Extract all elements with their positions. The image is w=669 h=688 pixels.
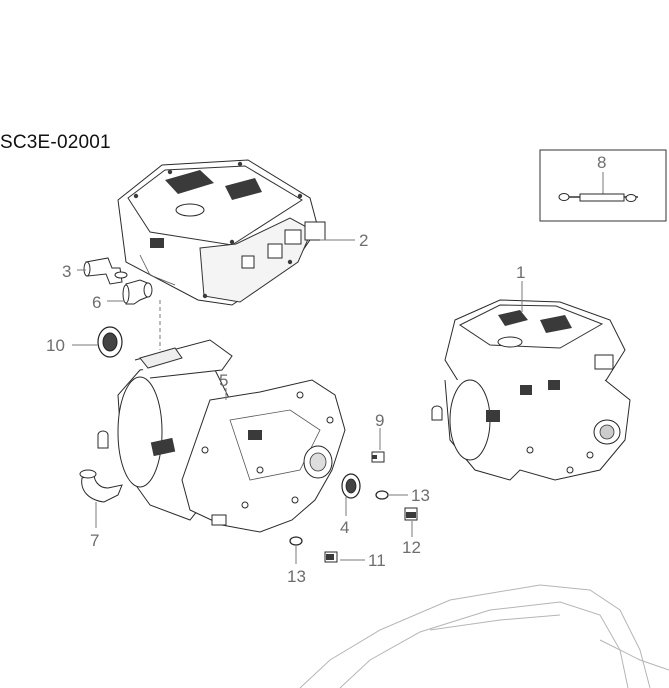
- inset-box-part-8: 8: [539, 149, 667, 222]
- washer-part-13-lower: [289, 536, 303, 546]
- callout-7[interactable]: 7: [90, 531, 99, 550]
- bolt-part-11: [324, 551, 338, 563]
- bolt-part-12: [404, 507, 418, 521]
- hose-fitting-part-3: [83, 257, 128, 285]
- callout-3[interactable]: 3: [62, 262, 71, 281]
- callout-13-lower[interactable]: 13: [287, 567, 306, 586]
- diagram-code: SC3E-02001: [0, 132, 111, 153]
- callout-11[interactable]: 11: [368, 551, 386, 570]
- callout-1[interactable]: 1: [516, 263, 525, 282]
- callout-13-upper[interactable]: 13: [411, 486, 430, 505]
- callout-5[interactable]: 5: [219, 371, 228, 390]
- callout-6[interactable]: 6: [92, 293, 101, 312]
- washer-part-13-upper: [375, 490, 389, 500]
- coolant-hose-part-7: [79, 469, 123, 503]
- inverter-module-part-2: [117, 159, 326, 306]
- callout-12[interactable]: 12: [402, 538, 421, 557]
- motor-gearbox-part-5: [97, 339, 346, 533]
- callout-9[interactable]: 9: [375, 411, 384, 430]
- drive-unit-assembly-part-1: [431, 299, 631, 481]
- callout-2[interactable]: 2: [359, 231, 368, 250]
- plug-part-9: [371, 451, 385, 463]
- callout-8[interactable]: 8: [597, 153, 606, 172]
- oil-seal-part-10: [97, 326, 123, 358]
- vehicle-outline-ghost: [299, 584, 669, 688]
- elbow-fitting-part-6: [122, 279, 153, 305]
- seal-ring-part-4: [341, 473, 361, 499]
- callout-4[interactable]: 4: [340, 518, 349, 537]
- callout-10[interactable]: 10: [46, 336, 65, 355]
